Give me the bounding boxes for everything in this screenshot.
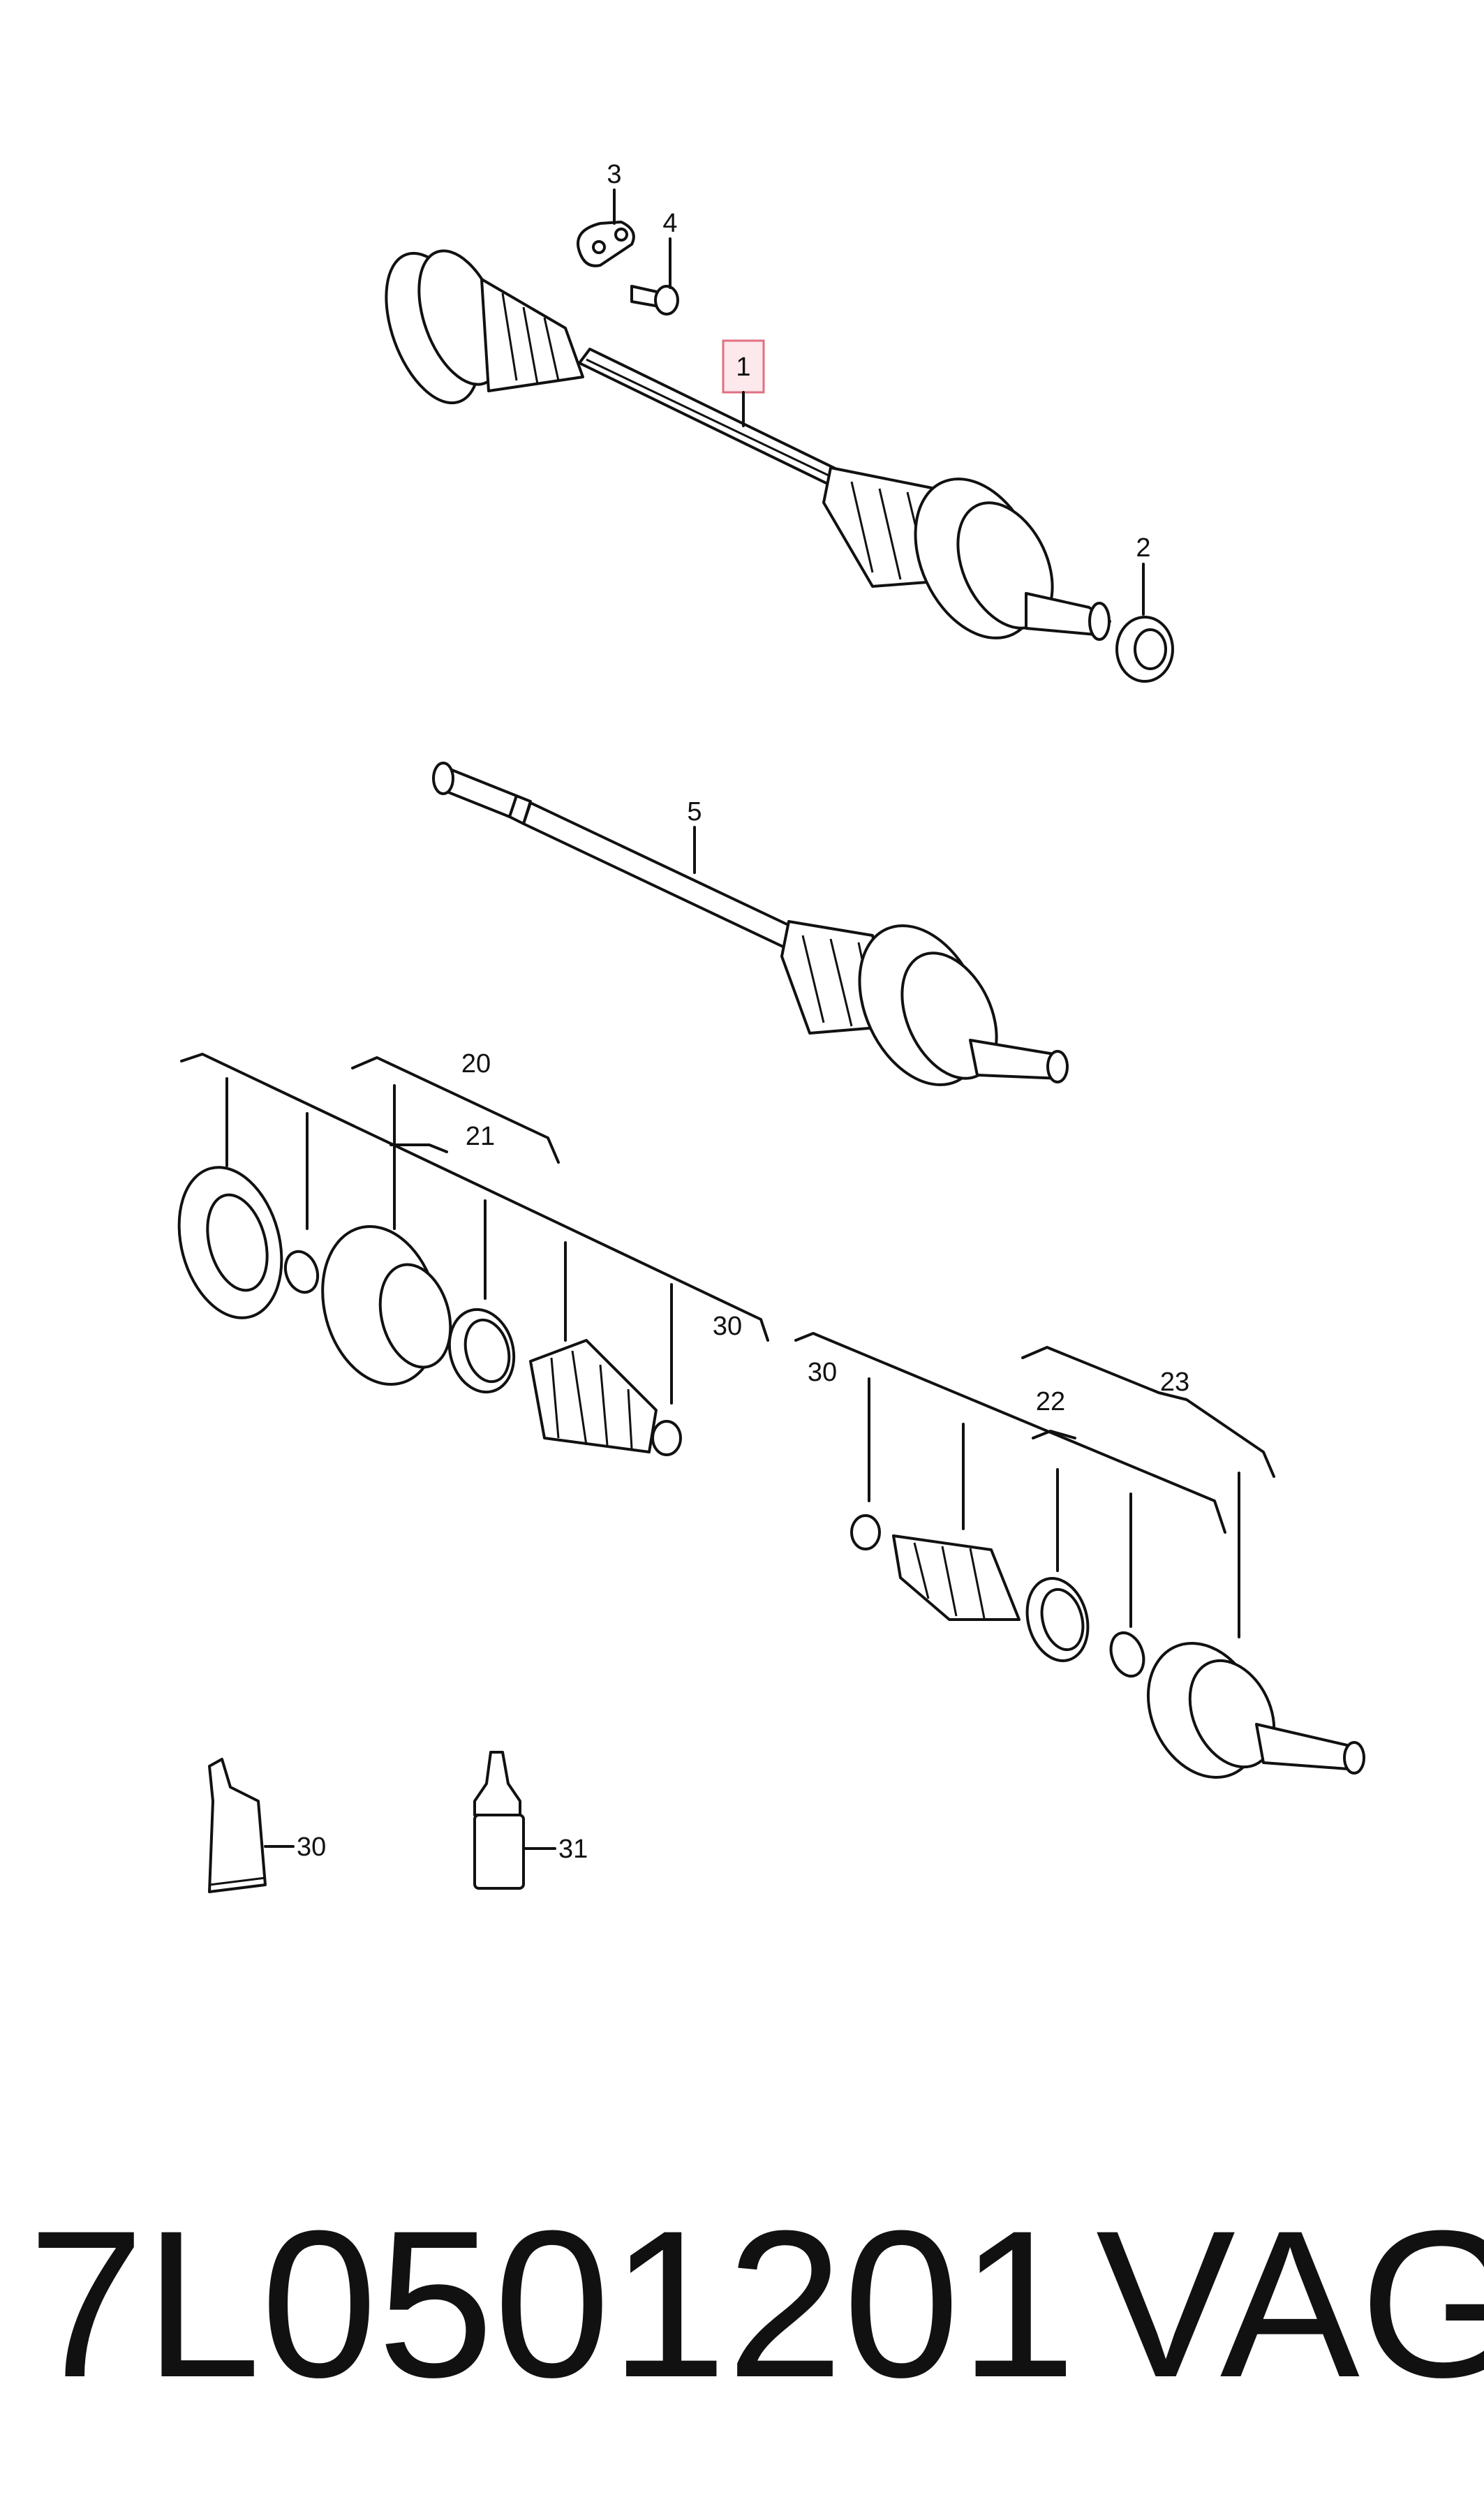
callout-3[interactable]: 3 xyxy=(607,160,621,189)
cv-boot-left[interactable] xyxy=(529,1339,658,1453)
callout-31[interactable]: 31 xyxy=(558,1835,588,1864)
boot-clamp-large-right[interactable] xyxy=(1018,1571,1097,1668)
callout-1-highlight xyxy=(722,339,765,394)
callout-4[interactable]: 4 xyxy=(662,209,677,238)
cv-joint-inner[interactable] xyxy=(306,1213,461,1398)
boot-clamp-small-right[interactable] xyxy=(850,1514,881,1550)
circlip-right[interactable] xyxy=(1105,1628,1149,1680)
bracket-30-right xyxy=(794,1332,1226,1534)
callout-30-right[interactable]: 30 xyxy=(808,1358,837,1387)
bracket-21 xyxy=(389,1143,448,1153)
callout-21[interactable]: 21 xyxy=(466,1122,495,1151)
socket-bolt[interactable] xyxy=(630,285,679,316)
bracket-22 xyxy=(1032,1430,1076,1439)
bracket-23 xyxy=(1021,1346,1275,1478)
circlip[interactable] xyxy=(280,1247,323,1296)
callout-30-grease[interactable]: 30 xyxy=(297,1832,326,1862)
callout-2[interactable]: 2 xyxy=(1136,533,1150,563)
boot-clamp-small[interactable] xyxy=(651,1420,682,1456)
callout-23[interactable]: 23 xyxy=(1160,1368,1189,1397)
callout-20[interactable]: 20 xyxy=(461,1049,491,1079)
hub-nut[interactable] xyxy=(1115,616,1174,683)
grease-tube[interactable] xyxy=(208,1758,267,1893)
callout-1[interactable]: 1 xyxy=(736,353,750,382)
callout-5[interactable]: 5 xyxy=(687,797,702,827)
cv-joint-outer[interactable] xyxy=(1127,1625,1365,1796)
drive-shaft-5[interactable] xyxy=(432,762,1069,1105)
cv-boot-right[interactable] xyxy=(892,1534,1021,1621)
drive-shaft-assembly-1[interactable] xyxy=(368,239,1111,658)
bracket-20 xyxy=(351,1056,560,1164)
brand-name: VAG xyxy=(1096,2186,1484,2421)
boot-clamp-large[interactable] xyxy=(440,1302,523,1399)
flange-cover[interactable] xyxy=(163,1156,297,1330)
retaining-plate[interactable] xyxy=(577,221,635,267)
callout-22[interactable]: 22 xyxy=(1036,1387,1065,1416)
part-number: 7L0501201 xyxy=(28,2186,1076,2421)
callout-30-left[interactable]: 30 xyxy=(713,1312,742,1341)
bracket-30-left xyxy=(180,1053,769,1342)
sealant-bottle[interactable] xyxy=(473,1751,525,1890)
